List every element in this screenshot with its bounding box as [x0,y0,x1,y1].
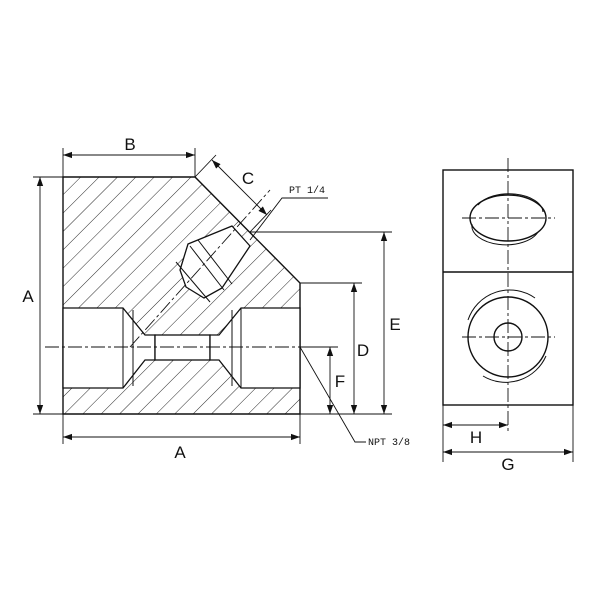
dim-label-a-bottom: A [174,443,186,462]
center-passage [154,334,211,361]
dim-label-g: G [501,455,514,474]
dim-label-a-left: A [22,287,34,306]
dim-label-d: D [357,341,369,360]
dim-label-c: C [242,169,254,188]
dim-label-h: H [470,428,482,447]
dim-label-f: F [335,372,345,391]
dim-label-b: B [124,135,135,154]
side-view: H G [442,158,574,474]
lower-port [462,289,555,383]
upper-port [462,193,555,246]
dim-label-e: E [389,315,400,334]
section-view [45,176,320,415]
port-note-pt: PT 1/4 [289,185,325,197]
port-note-npt: NPT 3/8 [368,437,410,449]
dimensions-section: B A A C PT 1/4 E D F NPT 3/8 [22,135,410,462]
